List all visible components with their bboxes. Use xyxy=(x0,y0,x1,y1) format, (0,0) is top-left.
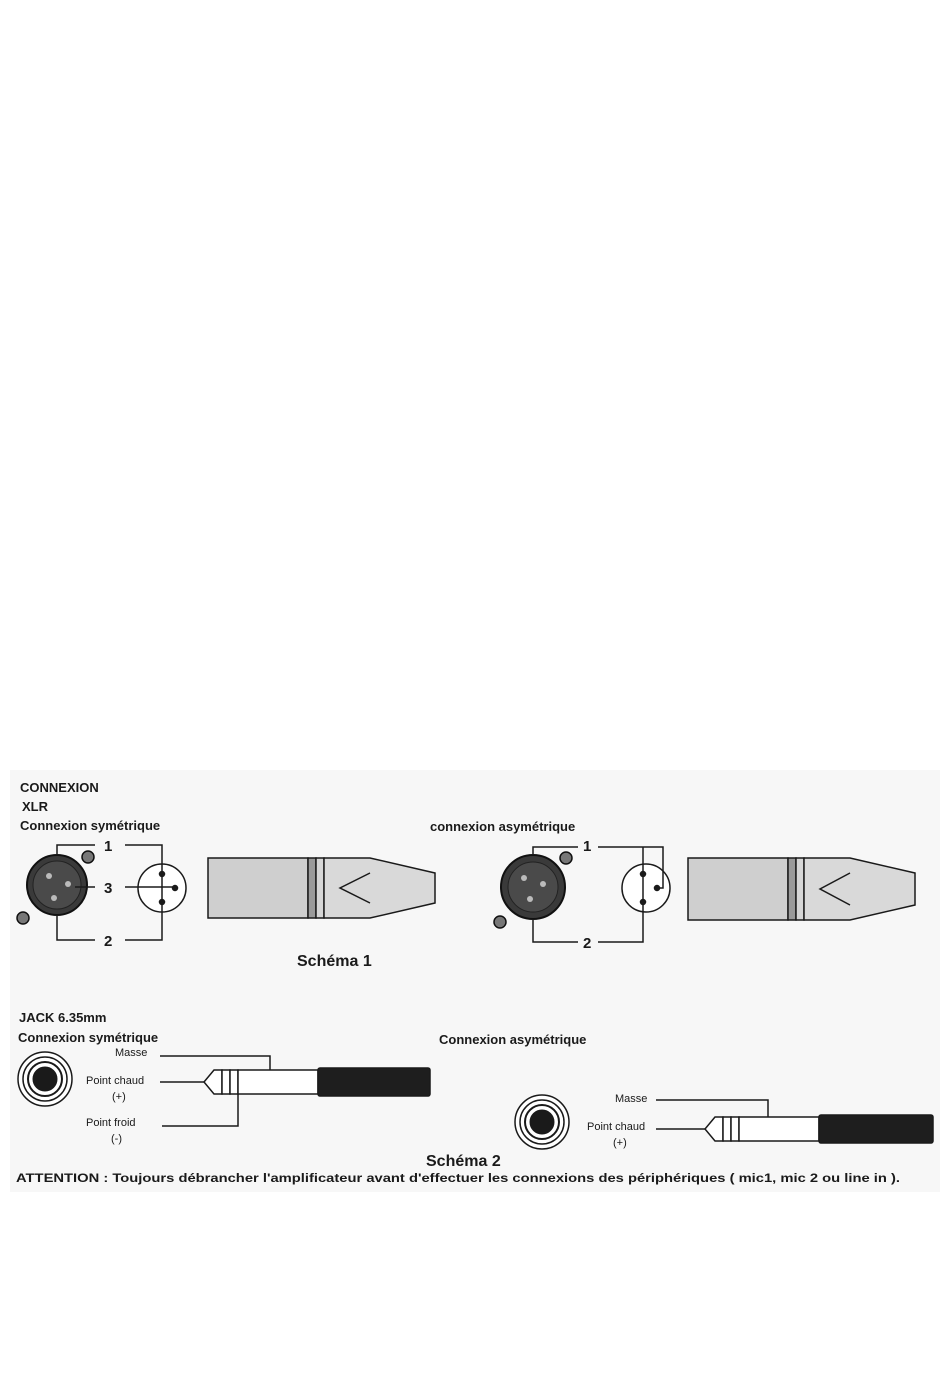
xlr-wires-symmetric xyxy=(56,844,175,941)
jack-asym-plus-label: (+) xyxy=(613,1137,627,1149)
jack-point-chaud-label: Point chaud xyxy=(86,1075,144,1087)
jack-title: JACK 6.35mm xyxy=(19,1010,106,1025)
xlr-asymmetric-label: connexion asymétrique xyxy=(430,819,575,834)
jack-masse-label: Masse xyxy=(115,1047,147,1059)
xlr-wires-asymmetric xyxy=(532,846,664,943)
jack-socket-symmetric xyxy=(17,1051,73,1107)
xlr-asym-pin2-label: 2 xyxy=(583,935,591,952)
schema1-caption: Schéma 1 xyxy=(297,953,372,970)
jack-asymmetric-label: Connexion asymétrique xyxy=(439,1032,586,1047)
jack-plus-label: (+) xyxy=(112,1091,126,1103)
xlr-female-face-asymmetric xyxy=(493,851,573,929)
xlr-title-line1: CONNEXION xyxy=(20,780,99,795)
jack-point-froid-label: Point froid xyxy=(86,1117,136,1129)
xlr-pin2-label: 2 xyxy=(104,933,112,950)
xlr-plug-body-asymmetric xyxy=(687,857,916,921)
xlr-pin1-label: 1 xyxy=(104,838,112,855)
jack-socket-asymmetric xyxy=(514,1094,570,1150)
schema2-caption: Schéma 2 xyxy=(426,1153,501,1170)
warning-text: ATTENTION : Toujours débrancher l'amplif… xyxy=(16,1171,900,1185)
jack-symmetric-label: Connexion symétrique xyxy=(18,1030,158,1045)
jack-plug-asymmetric xyxy=(656,1099,934,1144)
jack-asym-masse-label: Masse xyxy=(615,1093,647,1105)
xlr-symmetric-label: Connexion symétrique xyxy=(20,818,160,833)
xlr-pin3-label: 3 xyxy=(104,880,112,897)
jack-asym-point-chaud-label: Point chaud xyxy=(587,1121,645,1133)
xlr-female-face-symmetric xyxy=(16,850,95,925)
jack-plug-symmetric xyxy=(160,1055,431,1127)
xlr-male-pins-asymmetric xyxy=(621,863,671,913)
jack-minus-label: (-) xyxy=(111,1133,122,1145)
xlr-asym-pin1-label: 1 xyxy=(583,838,591,855)
xlr-plug-body-symmetric xyxy=(207,857,436,919)
xlr-title-line2: XLR xyxy=(22,799,49,814)
